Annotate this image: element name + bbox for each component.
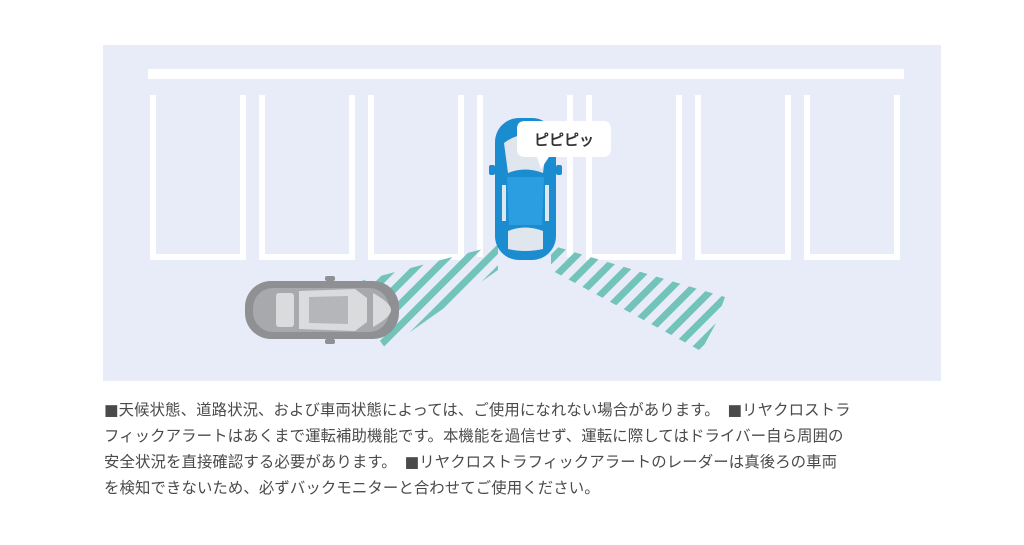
parking-space xyxy=(150,95,246,260)
parking-space xyxy=(259,95,355,260)
alert-speech-bubble: ピピピッ xyxy=(517,121,611,169)
caption-line: を検知できないため、必ずバックモニターと合わせてご使用ください。 xyxy=(104,479,600,497)
disclaimer-caption: ■天候状態、道路状況、および車両状態によっては、ご使用になれない場合があります。… xyxy=(104,397,946,501)
parking-space xyxy=(586,95,682,260)
alert-sound-text: ピピピッ xyxy=(534,131,594,149)
caption-line: 安全状況を直接確認する必要があります。 ■リヤクロストラフィックアラートのレーダ… xyxy=(104,453,838,471)
approaching-vehicle xyxy=(245,276,399,344)
parking-top-line xyxy=(148,69,904,79)
caption-line: ■天候状態、道路状況、および車両状態によっては、ご使用になれない場合があります。… xyxy=(104,401,851,419)
parking-space xyxy=(695,95,791,260)
parking-space xyxy=(804,95,900,260)
rear-cross-traffic-diagram: ピピピッ xyxy=(103,45,941,381)
parking-space xyxy=(368,95,464,260)
parking-lot-illustration: ピピピッ xyxy=(103,45,941,381)
caption-line: フィックアラートはあくまで運転補助機能です。本機能を過信せず、運転に際してはドラ… xyxy=(104,427,844,445)
parking-spaces xyxy=(150,95,900,260)
